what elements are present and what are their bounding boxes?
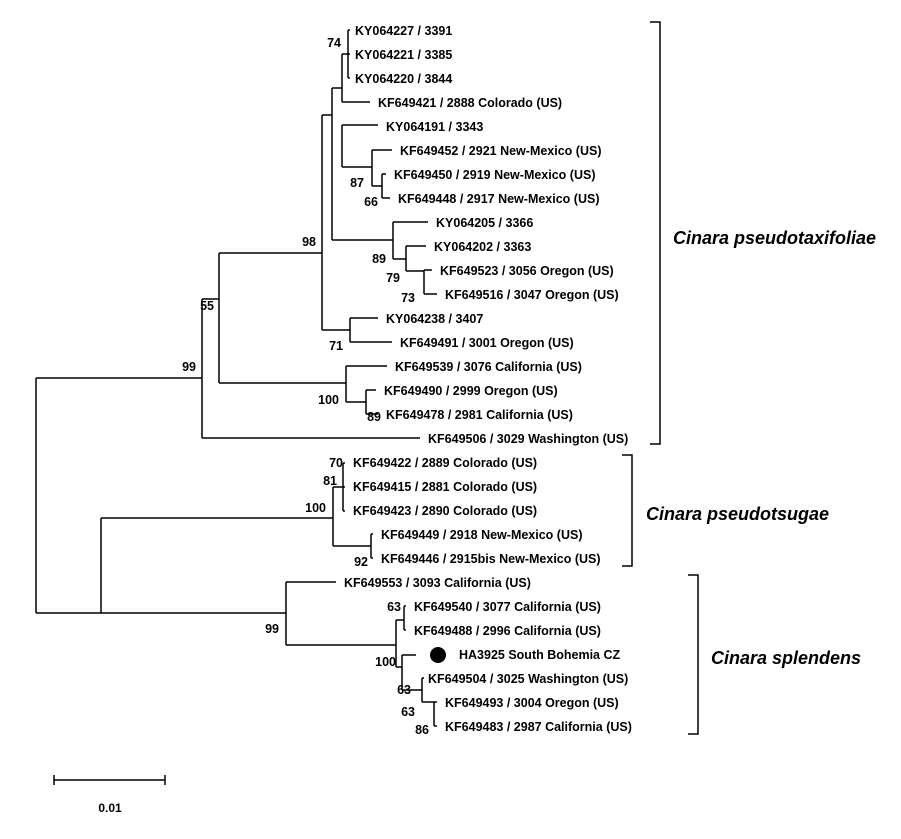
tip-label: KY064205 / 3366	[436, 216, 533, 230]
tip-label: KF649415 / 2881 Colorado (US)	[353, 480, 537, 494]
bootstrap-value: 100	[318, 393, 339, 407]
clade-bracket	[622, 454, 633, 567]
splendens-branches	[285, 581, 437, 727]
tip-label: KY064202 / 3363	[434, 240, 531, 254]
bootstrap-value: 99	[265, 622, 279, 636]
tip-label: KF649516 / 3047 Oregon (US)	[445, 288, 619, 302]
bootstrap-value: 79	[386, 271, 400, 285]
bootstrap-value: 100	[305, 501, 326, 515]
tip-label: KF649506 / 3029 Washington (US)	[428, 432, 628, 446]
bootstrap-value: 99	[182, 360, 196, 374]
tip-label: KF649539 / 3076 California (US)	[395, 360, 582, 374]
scale-bar-line	[53, 775, 166, 785]
bootstrap-value: 98	[302, 235, 316, 249]
tip-label: HA3925 South Bohemia CZ	[459, 648, 621, 662]
tip-label: KF649446 / 2915bis New-Mexico (US)	[381, 552, 601, 566]
sample-marker-dot	[430, 647, 446, 663]
bootstrap-value: 81	[323, 474, 337, 488]
root-branches	[35, 377, 202, 614]
tip-label: KF649448 / 2917 New-Mexico (US)	[398, 192, 599, 206]
clade-pseudotsugae: Cinara pseudotsugae	[622, 454, 829, 567]
tip-label: KF649553 / 3093 California (US)	[344, 576, 531, 590]
clade-bracket	[688, 574, 699, 735]
tip-label: KF649483 / 2987 California (US)	[445, 720, 632, 734]
bootstrap-value: 89	[372, 252, 386, 266]
bootstrap-value: 63	[397, 683, 411, 697]
clade-bracket	[650, 21, 661, 445]
tip-label: KF649491 / 3001 Oregon (US)	[400, 336, 574, 350]
bootstrap-value: 63	[387, 600, 401, 614]
tip-label: KY064191 / 3343	[386, 120, 483, 134]
tip-label: KY064238 / 3407	[386, 312, 483, 326]
pseudotaxifoliae-branches	[201, 29, 437, 439]
tip-label: KF649449 / 2918 New-Mexico (US)	[381, 528, 582, 542]
scale-bar: 0.01	[53, 775, 166, 815]
tip-label: KF649493 / 3004 Oregon (US)	[445, 696, 619, 710]
bootstrap-value: 71	[329, 339, 343, 353]
tip-label: KF649540 / 3077 California (US)	[414, 600, 601, 614]
bootstrap-value: 86	[415, 723, 429, 737]
bootstrap-values: 74 87 66 98 89 79 73 71 55 100 89 99 70 …	[182, 36, 429, 737]
tip-label: KF649490 / 2999 Oregon (US)	[384, 384, 558, 398]
bootstrap-value: 55	[200, 299, 214, 313]
tip-label: KF649452 / 2921 New-Mexico (US)	[400, 144, 601, 158]
tip-label: KY064220 / 3844	[355, 72, 452, 86]
clade-label: Cinara pseudotaxifoliae	[673, 228, 876, 248]
tip-label: KF649523 / 3056 Oregon (US)	[440, 264, 614, 278]
pseudotsugae-branches	[100, 462, 373, 614]
tip-labels: KY064227 / 3391 KY064221 / 3385 KY064220…	[344, 24, 632, 734]
clade-splendens: Cinara splendens	[688, 574, 861, 735]
bootstrap-value: 70	[329, 456, 343, 470]
bootstrap-value: 89	[367, 410, 381, 424]
clade-label: Cinara pseudotsugae	[646, 504, 829, 524]
tip-label: KF649423 / 2890 Colorado (US)	[353, 504, 537, 518]
bootstrap-value: 73	[401, 291, 415, 305]
bootstrap-value: 74	[327, 36, 341, 50]
tip-label: KF649478 / 2981 California (US)	[386, 408, 573, 422]
tip-label: KF649422 / 2889 Colorado (US)	[353, 456, 537, 470]
tree-branches	[35, 29, 437, 727]
tip-label: KY064221 / 3385	[355, 48, 452, 62]
scale-bar-label: 0.01	[98, 801, 122, 815]
tip-label: KF649488 / 2996 California (US)	[414, 624, 601, 638]
tip-label: KF649504 / 3025 Washington (US)	[428, 672, 628, 686]
bootstrap-value: 92	[354, 555, 368, 569]
bootstrap-value: 100	[375, 655, 396, 669]
tip-label: KF649421 / 2888 Colorado (US)	[378, 96, 562, 110]
bootstrap-value: 63	[401, 705, 415, 719]
tip-label: KY064227 / 3391	[355, 24, 452, 38]
clade-label: Cinara splendens	[711, 648, 861, 668]
tip-label: KF649450 / 2919 New-Mexico (US)	[394, 168, 595, 182]
bootstrap-value: 66	[364, 195, 378, 209]
clade-pseudotaxifoliae: Cinara pseudotaxifoliae	[650, 21, 876, 445]
bootstrap-value: 87	[350, 176, 364, 190]
